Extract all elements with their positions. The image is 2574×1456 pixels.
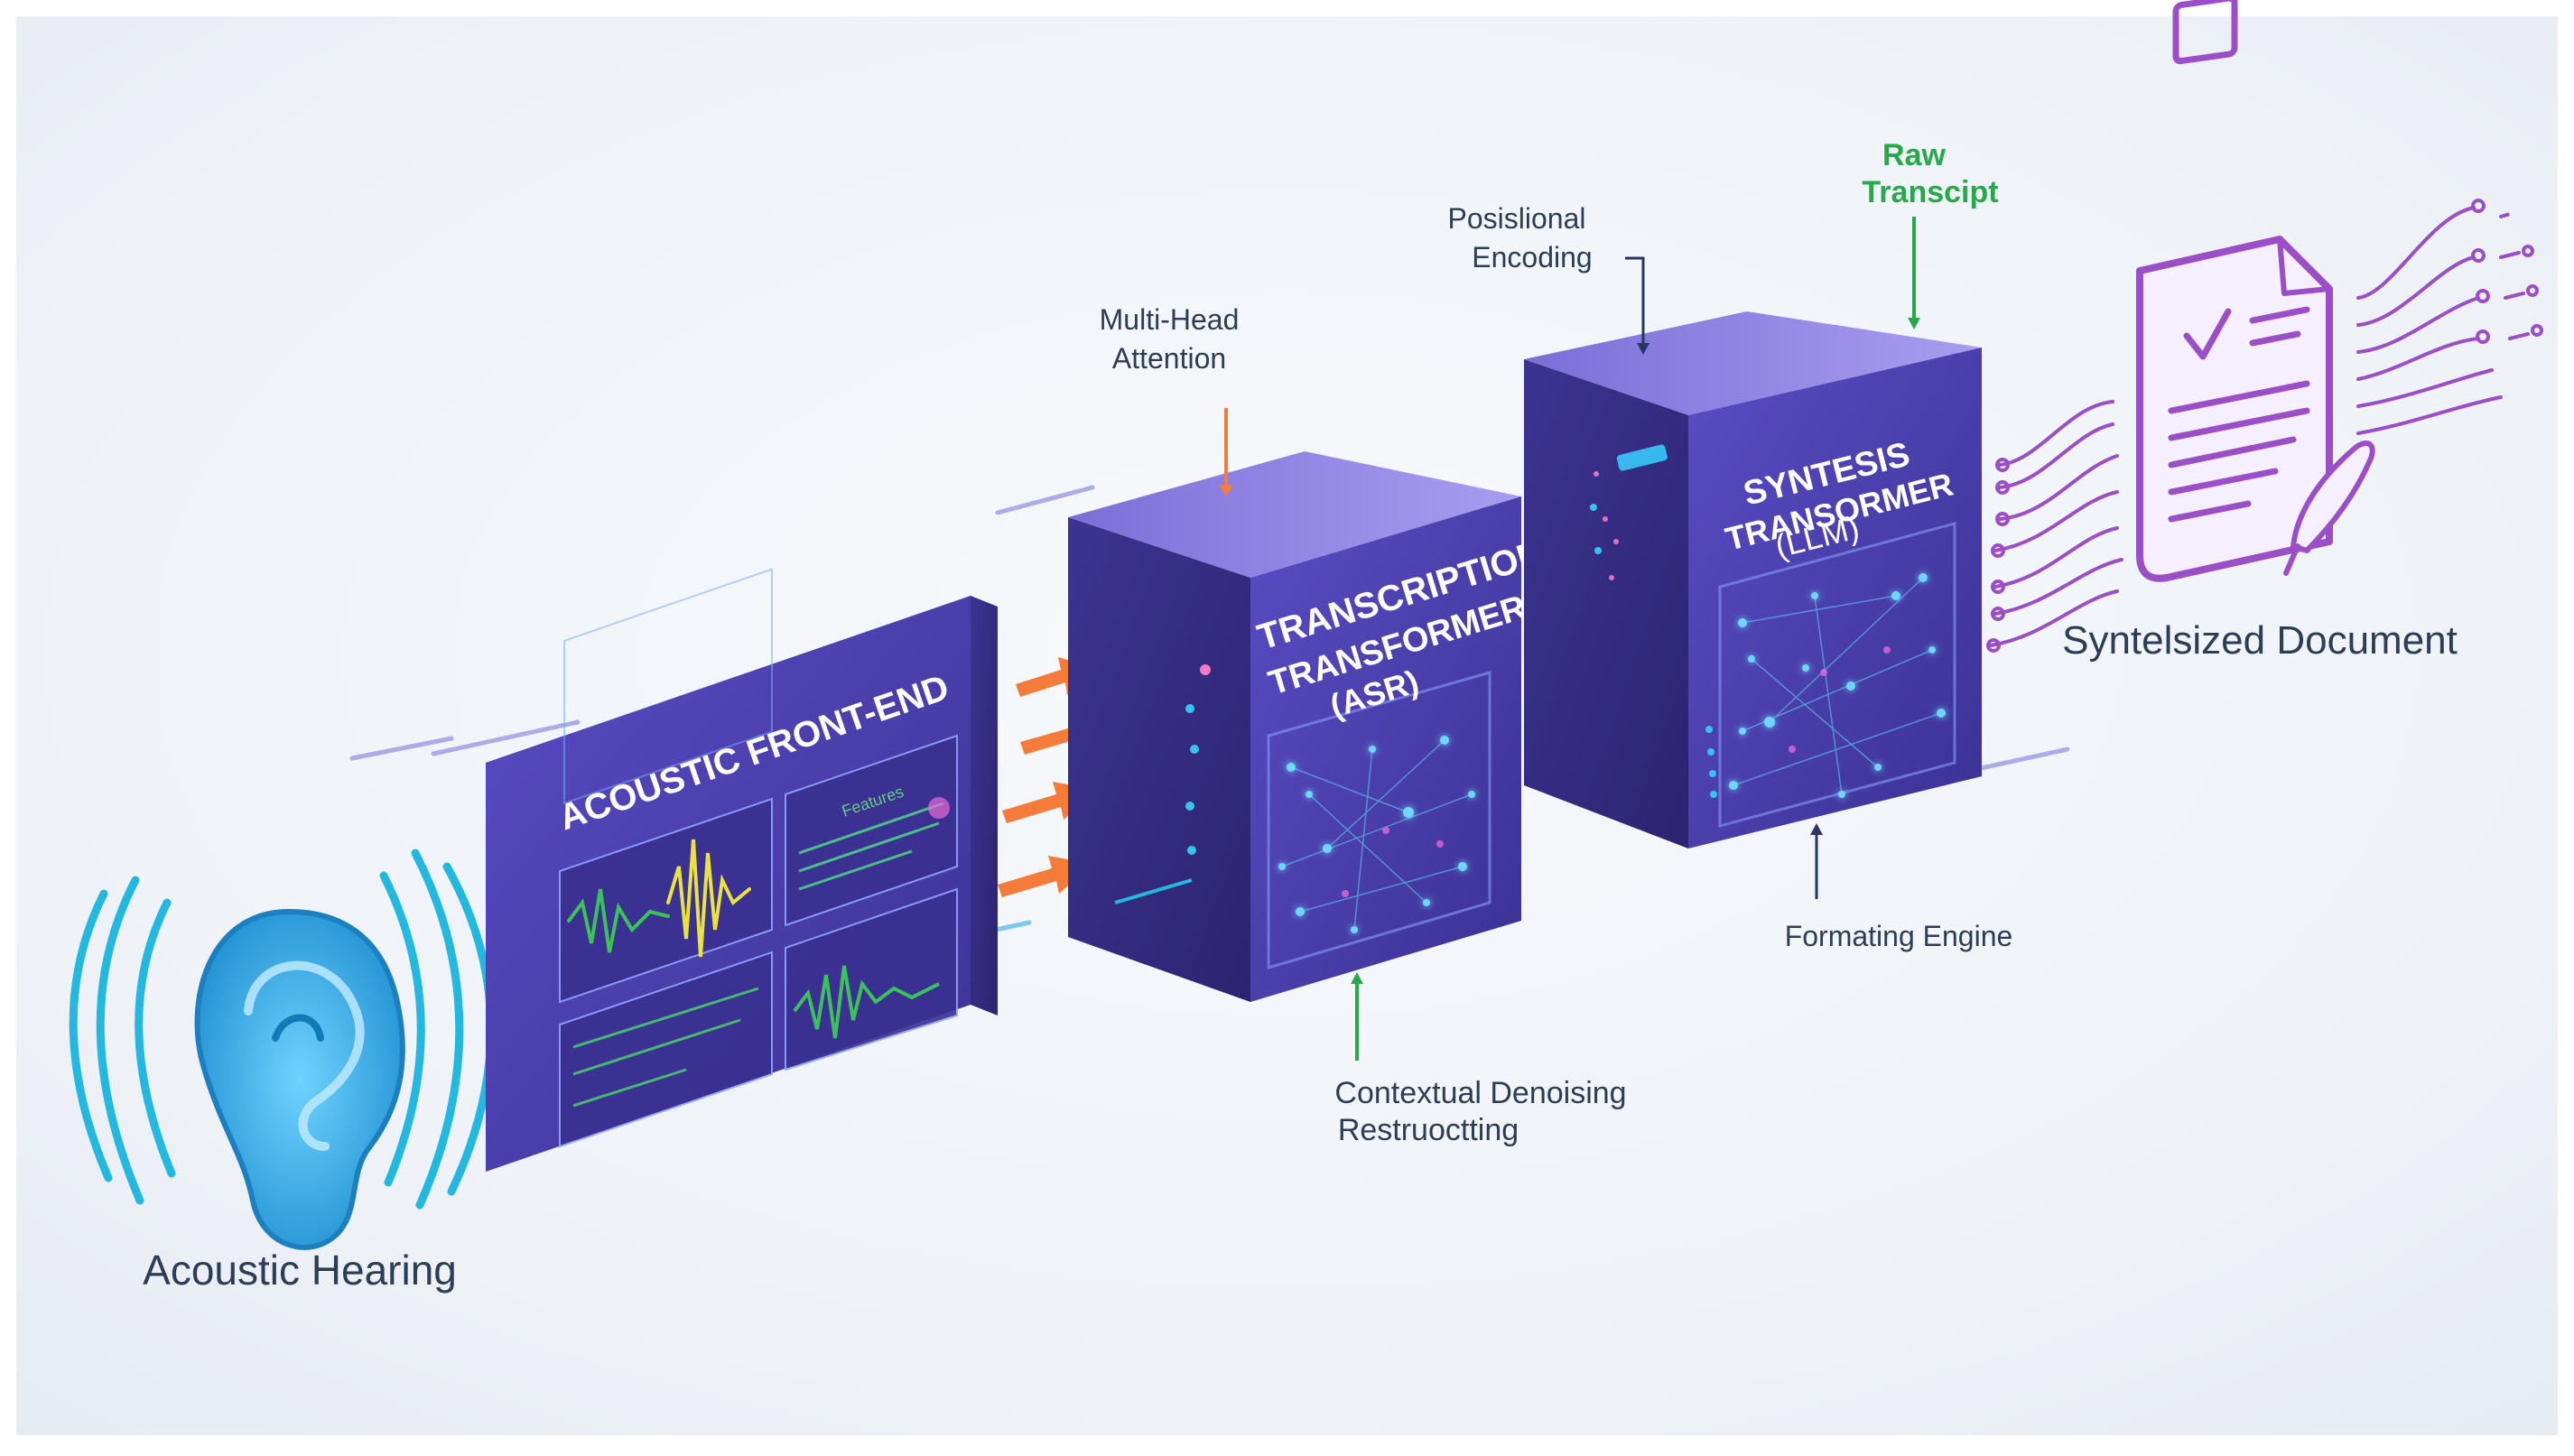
raw-label-line1: Raw	[1882, 138, 1946, 172]
positional-label-line1: Posislional	[1448, 202, 1586, 235]
circuit-line-icon	[1986, 199, 2543, 653]
contextual-label-line1: Contextual Denoising	[1334, 1076, 1626, 1110]
raw-label-line2: Transcipt	[1862, 175, 1998, 209]
status-lights	[1185, 664, 1211, 855]
annotation-arrows	[1219, 217, 1920, 1061]
checkbox-icon	[2172, 0, 2238, 360]
pen-icon	[2283, 441, 2375, 576]
document-label: Syntelsized Document	[2062, 618, 2458, 663]
acoustic-frontend-block: ACOUSTIC FRONT-END Features	[486, 568, 998, 1172]
synthesis-transformer-block: SYNTESIS TRANSORMER (LLM)	[1524, 311, 1982, 849]
ear-label: Acoustic Hearing	[143, 1247, 457, 1294]
formatting-label: Formating Engine	[1785, 920, 2013, 952]
multi-head-label-line1: Multi-Head	[1100, 303, 1240, 336]
positional-label-line2: Encoding	[1472, 241, 1592, 274]
multi-head-label-line2: Attention	[1112, 342, 1226, 375]
contextual-label-line2: Restruoctting	[1338, 1113, 1519, 1147]
display-panel	[1616, 444, 1668, 471]
document-icon	[2136, 0, 2375, 582]
transcription-transformer-block: TRANSCRIPTION TRANSFORMER (ASR)	[1068, 451, 1548, 1002]
waveform-chart	[567, 839, 751, 958]
